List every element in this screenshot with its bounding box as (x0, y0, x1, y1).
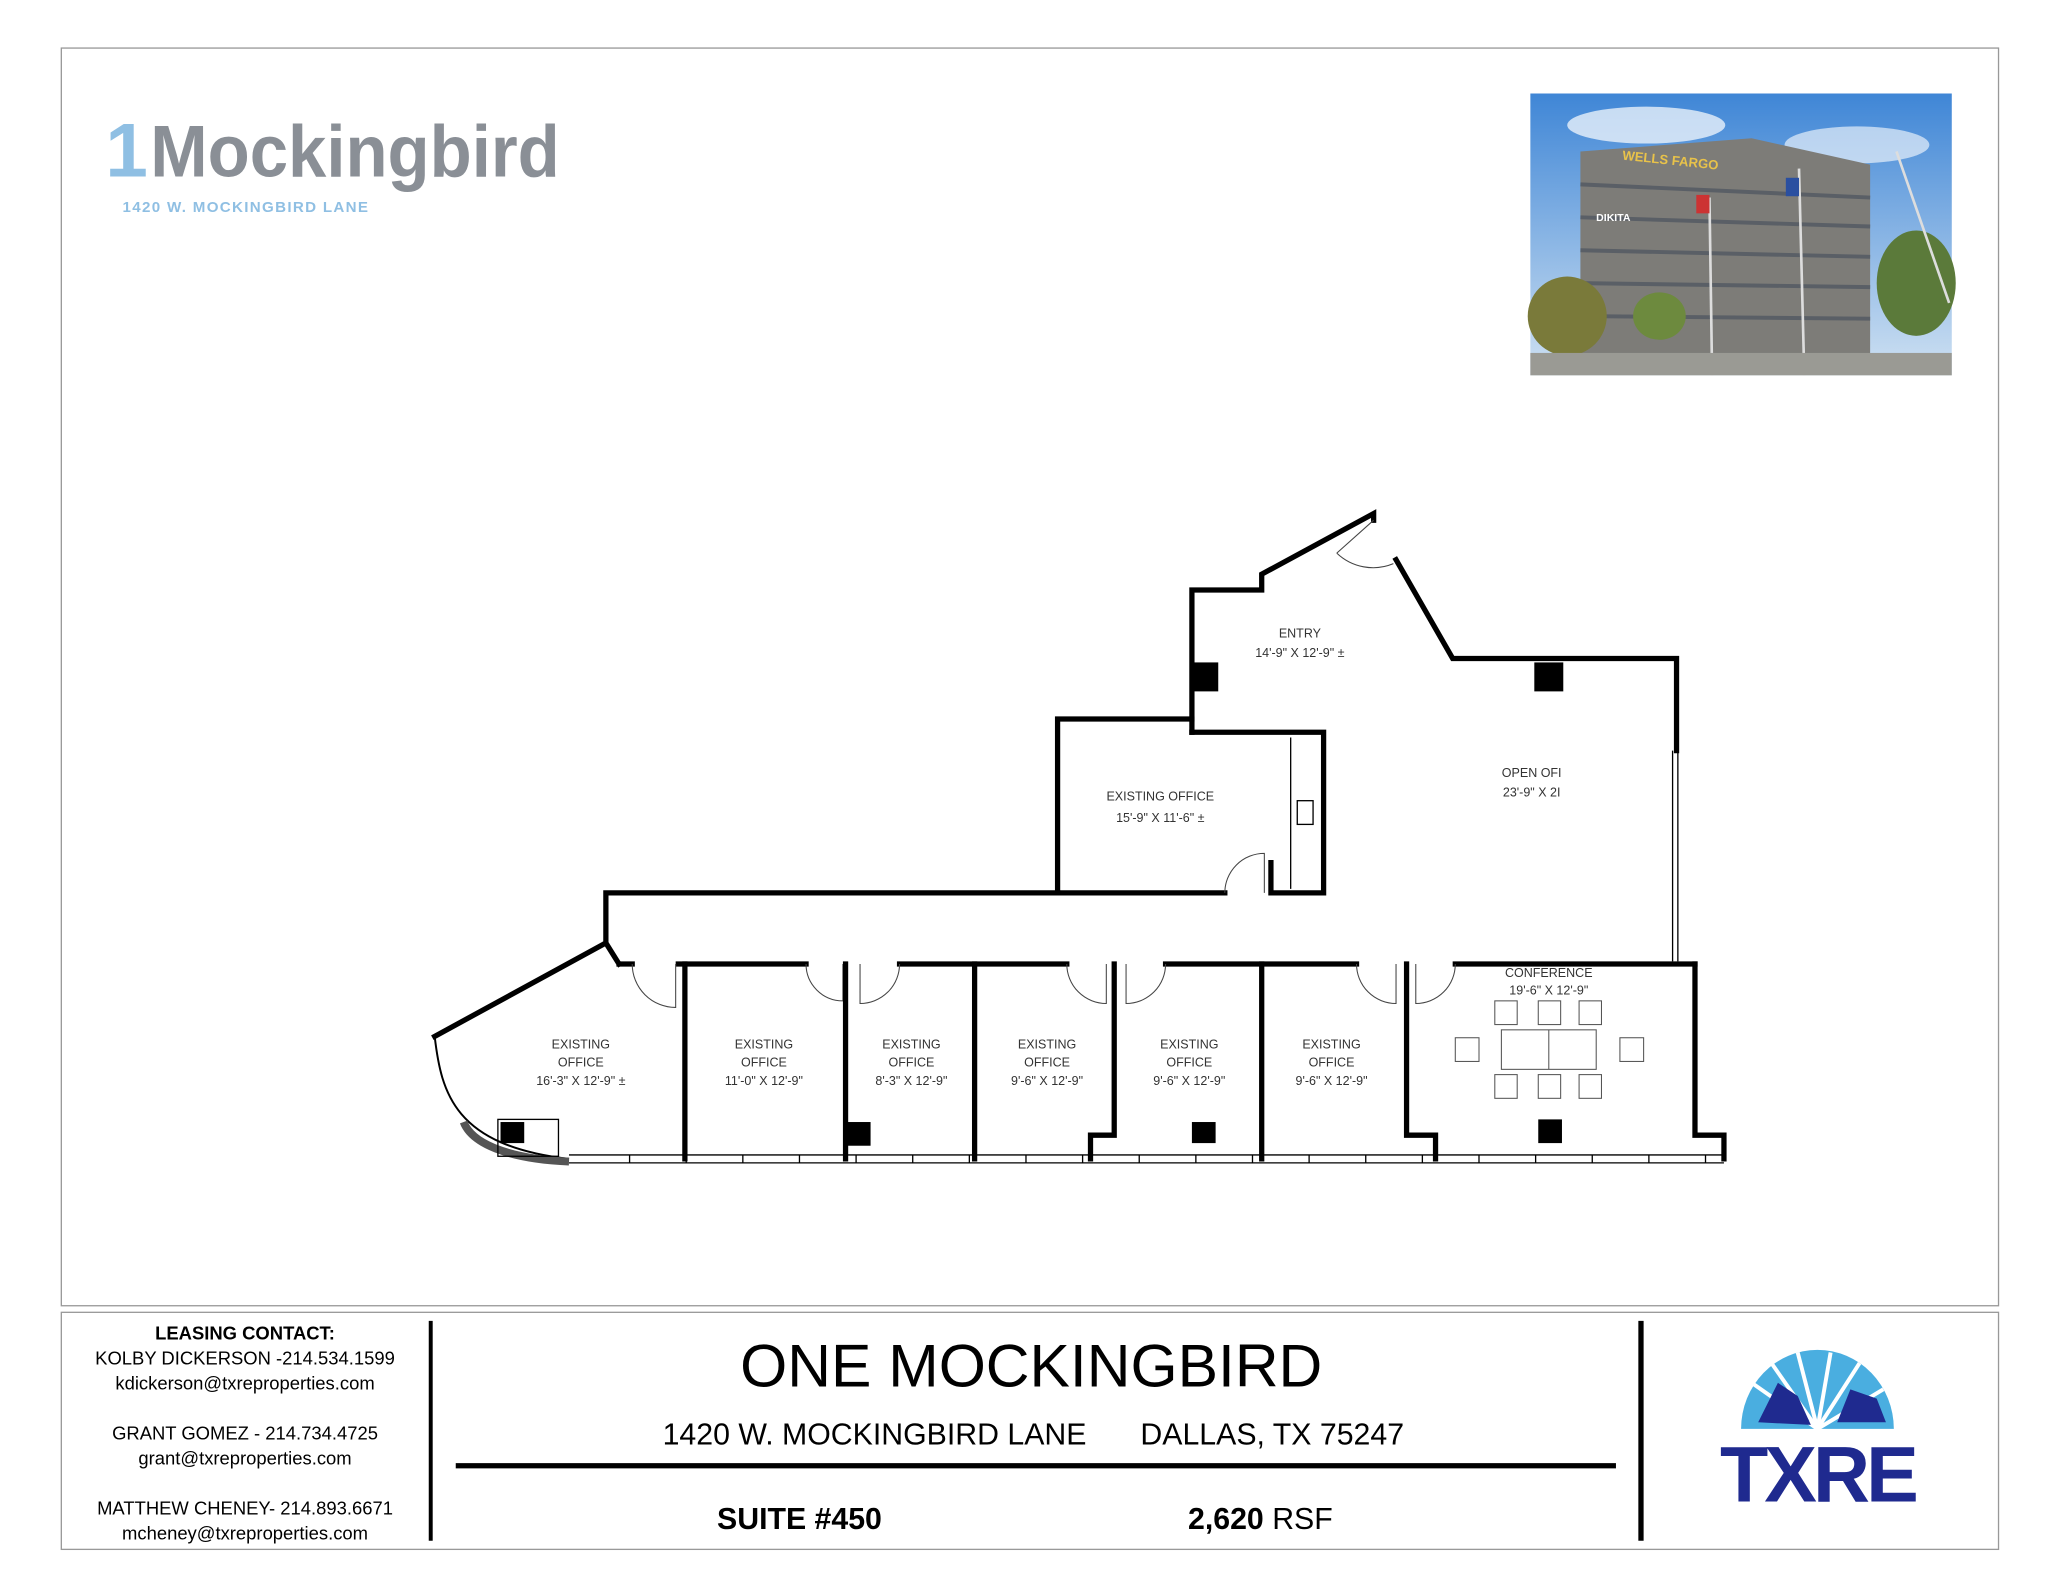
rentable-area: 2,620 RSF (1188, 1503, 1333, 1536)
room-name: OFFICE (1166, 1056, 1212, 1070)
room-name: OFFICE (1309, 1056, 1355, 1070)
room-name: OFFICE (558, 1056, 604, 1070)
room-dims: 9'-6" X 12'-9" (1153, 1074, 1225, 1088)
room-name: EXISTING OFFICE (1106, 790, 1214, 804)
room-name: EXISTING (735, 1037, 793, 1051)
room-name: EXISTING (1018, 1037, 1076, 1051)
room-dims: 9'-6" X 12'-9" (1295, 1074, 1367, 1088)
main-frame (60, 47, 2000, 1307)
footer-frame (60, 1311, 2000, 1551)
contact-email[interactable]: grant@txreproperties.com (138, 1447, 351, 1468)
leasing-contact-heading: LEASING CONTACT: (155, 1322, 335, 1343)
logo-subtitle: 1420 W. MOCKINGBIRD LANE (123, 199, 370, 216)
room-dims: 8'-3" X 12'-9" (875, 1074, 947, 1088)
photo-sign-dikita: DIKITA (1596, 212, 1631, 224)
room-name: OFFICE (741, 1056, 787, 1070)
building-photo: WELLS FARGO DIKITA (1527, 93, 1956, 376)
floor-plan: ENTRY 14'-9" X 12'-9" ± EXISTING OFFICE … (431, 509, 1727, 1166)
suite-number: SUITE #450 (717, 1503, 882, 1536)
contact-line: MATTHEW CHENEY- 214.893.6671 (97, 1497, 393, 1518)
room-name: CONFERENCE (1505, 966, 1593, 980)
city-state-zip: DALLAS, TX 75247 (1140, 1419, 1404, 1452)
logo-wordmark: Mockingbird (150, 109, 560, 192)
room-dims: 15'-9" X 11'-6" ± (1116, 811, 1205, 825)
room-name: EXISTING (1302, 1037, 1360, 1051)
contact-line: KOLBY DICKERSON -214.534.1599 (95, 1347, 395, 1368)
room-dims: 19'-6" X 12'-9" (1509, 983, 1588, 997)
conference-table (1454, 1000, 1645, 1099)
footer: LEASING CONTACT: KOLBY DICKERSON -214.53… (95, 1320, 1920, 1543)
mockingbird-logo: 1 Mockingbird 1420 W. MOCKINGBIRD LANE (105, 108, 559, 216)
room-dims: 16'-3" X 12'-9" ± (536, 1074, 625, 1088)
room-name: OFFICE (1024, 1056, 1070, 1070)
room-name: ENTRY (1279, 626, 1322, 640)
room-dims: 23'-9" X 2I (1503, 786, 1561, 800)
room-name: OPEN OFI (1502, 766, 1562, 780)
room-name: EXISTING (552, 1037, 610, 1051)
room-dims: 9'-6" X 12'-9" (1011, 1074, 1083, 1088)
txre-logo-text: TXRE (1720, 1429, 1916, 1518)
room-dims: 14'-9" X 12'-9" ± (1255, 646, 1344, 660)
area-value: 2,620 (1188, 1503, 1264, 1536)
room-dims: 11'-0" X 12'-9" (725, 1074, 803, 1088)
contact-email[interactable]: mcheney@txreproperties.com (122, 1522, 368, 1543)
contact-email[interactable]: kdickerson@txreproperties.com (115, 1372, 374, 1393)
room-name: EXISTING (882, 1037, 940, 1051)
room-name: OFFICE (888, 1056, 934, 1070)
street-address: 1420 W. MOCKINGBIRD LANE (663, 1419, 1087, 1452)
txre-logo: TXRE (1720, 1349, 1920, 1518)
room-name: EXISTING (1160, 1037, 1218, 1051)
area-unit: RSF (1272, 1503, 1333, 1536)
logo-numeral: 1 (105, 108, 147, 193)
property-title: ONE MOCKINGBIRD (740, 1332, 1322, 1400)
contact-line: GRANT GOMEZ - 214.734.4725 (112, 1422, 378, 1443)
